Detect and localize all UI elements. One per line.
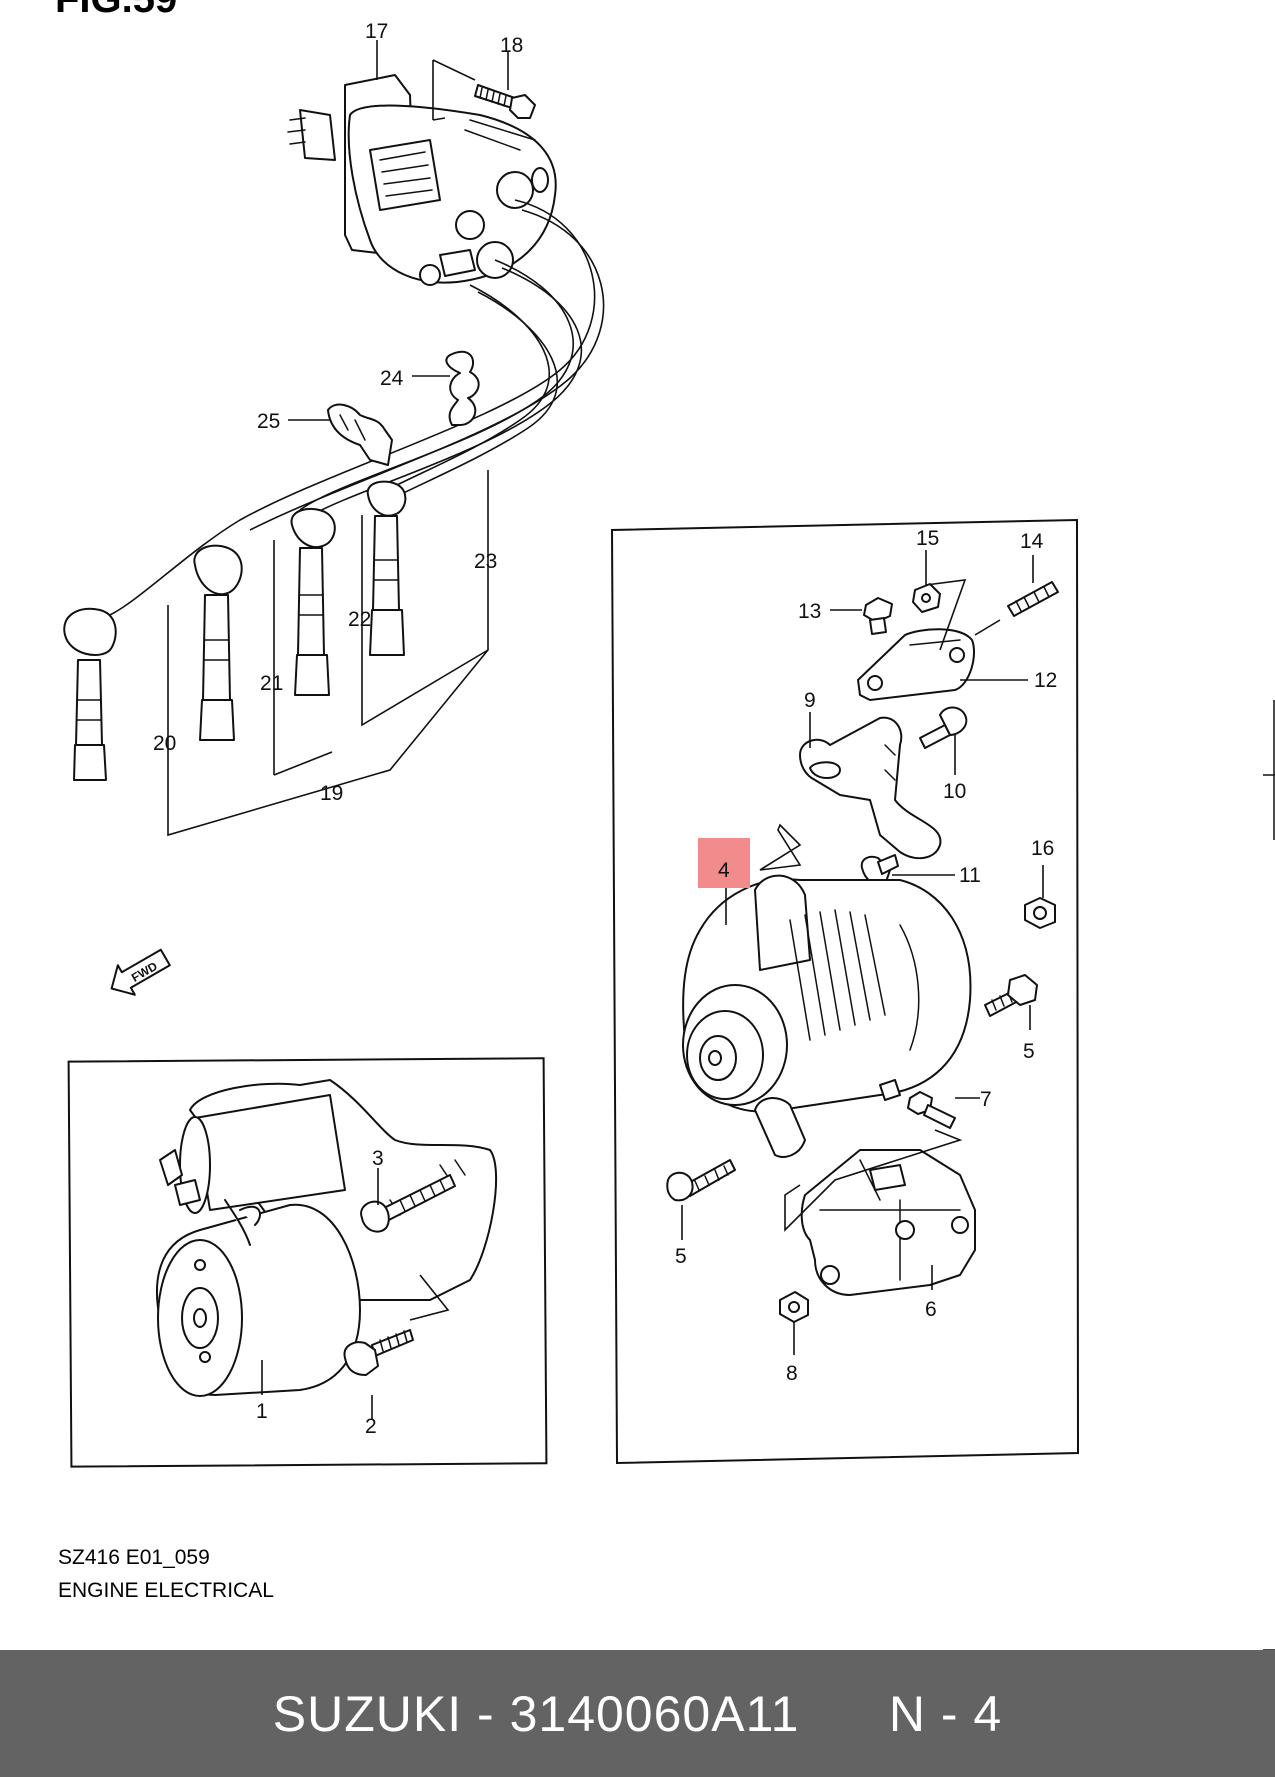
- callout-11: 11: [959, 864, 981, 887]
- bolt-11: [860, 854, 899, 887]
- callouts: 17 18 24 25 23 22 21 20 19 15 14 13 12 9…: [153, 20, 1057, 1438]
- callout-21: 21: [260, 672, 283, 695]
- scroll-indicator[interactable]: [1261, 0, 1275, 1777]
- bolt-13: [863, 597, 893, 635]
- leader-lines-ignition: [167, 40, 509, 837]
- bracket-12: [857, 628, 975, 701]
- nut-8: [779, 1291, 809, 1323]
- bolt-5-right: [984, 974, 1038, 1017]
- alternator: [682, 874, 972, 1158]
- callout-25: 25: [257, 410, 280, 433]
- nut-16: [1024, 897, 1056, 929]
- plug-cap-2: [193, 544, 243, 741]
- figure-code: SZ416 E01_059: [58, 1546, 210, 1569]
- banner-part-number: 3140060A11: [509, 1685, 800, 1742]
- fwd-arrow: FWD: [110, 948, 171, 996]
- callout-7: 7: [980, 1088, 992, 1111]
- bracket-6: [800, 1149, 976, 1296]
- callout-19: 19: [320, 782, 343, 805]
- bolt-7: [907, 1091, 956, 1129]
- alternator-box: [610, 518, 1080, 1465]
- callout-4: 4: [718, 859, 730, 882]
- part-number-banner: SUZUKI - 3140060A11 N - 4: [0, 1650, 1275, 1777]
- starter-motor: [155, 1079, 498, 1397]
- bolt-3: [360, 1174, 456, 1233]
- callout-10: 10: [943, 780, 966, 803]
- callout-12: 12: [1034, 669, 1057, 692]
- parts-diagram: FIG.59: [55, 0, 1080, 1602]
- distributor-assembly: [287, 74, 557, 286]
- callout-20: 20: [153, 732, 176, 755]
- plug-cap-3: [290, 507, 336, 696]
- figure-title: FIG.59: [55, 0, 177, 21]
- callout-23: 23: [474, 550, 497, 573]
- callout-9: 9: [804, 689, 816, 712]
- banner-brand: SUZUKI: [272, 1685, 463, 1742]
- stud-14: [1007, 581, 1059, 617]
- nut-15: [912, 583, 941, 613]
- callout-2: 2: [365, 1415, 377, 1438]
- callout-17: 17: [365, 20, 388, 43]
- callout-5-right: 5: [1023, 1040, 1035, 1063]
- clamp-25: [327, 403, 393, 466]
- callout-6: 6: [925, 1298, 937, 1321]
- plug-cap-4: [366, 480, 407, 656]
- callout-24: 24: [380, 367, 404, 390]
- highlight-part-4: [698, 838, 750, 888]
- callout-16: 16: [1031, 837, 1054, 860]
- callout-14: 14: [1020, 530, 1044, 553]
- callout-8: 8: [786, 1362, 798, 1385]
- figure-section: ENGINE ELECTRICAL: [58, 1579, 274, 1602]
- bolt-10: [919, 706, 968, 749]
- bracket-9: [799, 716, 942, 860]
- leader-lines-starter: [261, 1168, 450, 1420]
- callout-18: 18: [500, 34, 523, 57]
- clamp-24: [445, 350, 480, 426]
- banner-gap: [800, 1685, 889, 1743]
- bolt-2: [343, 1329, 414, 1376]
- callout-3: 3: [372, 1147, 384, 1170]
- banner-quantity: N - 4: [888, 1685, 1003, 1742]
- banner-separator: -: [462, 1685, 510, 1742]
- callout-5-lower: 5: [675, 1245, 687, 1268]
- ignition-leads: [109, 199, 605, 616]
- callout-1: 1: [256, 1400, 268, 1423]
- callout-15: 15: [916, 527, 939, 550]
- bolt-18: [474, 84, 536, 119]
- plug-cap-1: [63, 607, 117, 781]
- callout-13: 13: [798, 600, 821, 623]
- callout-22: 22: [348, 608, 371, 631]
- starter-box: [67, 1057, 548, 1468]
- leader-lines-alternator: [681, 550, 1044, 1355]
- bolt-5-lower: [666, 1159, 736, 1202]
